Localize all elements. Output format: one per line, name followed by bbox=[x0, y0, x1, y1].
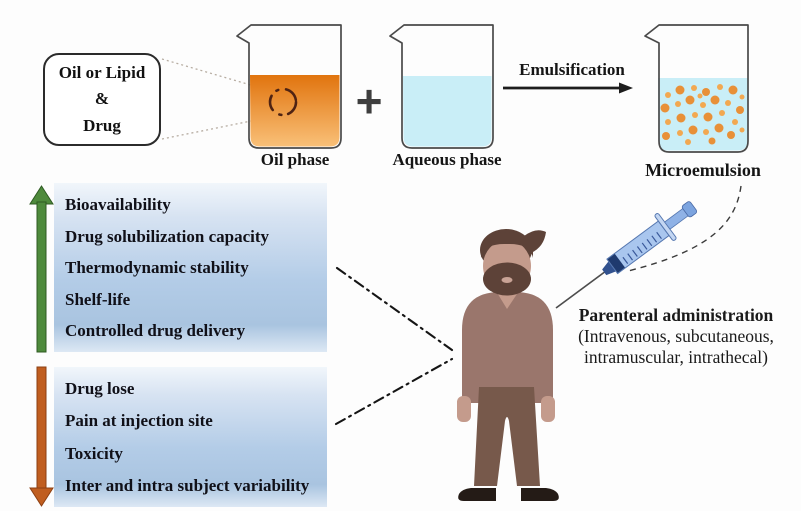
disadvantage-item: Drug lose bbox=[65, 379, 135, 398]
panel-to-person-links bbox=[334, 266, 454, 426]
emulsification-label: Emulsification bbox=[519, 60, 625, 79]
disadvantage-item: Pain at injection site bbox=[65, 411, 213, 431]
plus-sign: + bbox=[355, 75, 383, 127]
administration-title: Parenteral administration bbox=[578, 305, 774, 325]
decrease-arrow-icon bbox=[29, 366, 54, 507]
syringe-icon bbox=[555, 201, 698, 309]
disadvantages-panel: Drug lose Pain at injection site Toxicit… bbox=[54, 367, 327, 507]
left-hand bbox=[457, 396, 471, 422]
pants bbox=[474, 387, 540, 486]
right-hand bbox=[541, 396, 555, 422]
administration-routes-line-1: (Intravenous, subcutaneous, bbox=[578, 326, 774, 346]
advantage-item: Bioavailability bbox=[65, 195, 171, 214]
oil-phase-label: Oil phase bbox=[260, 150, 330, 169]
microemulsion-label: Microemulsion bbox=[645, 160, 761, 180]
advantages-panel: Bioavailability Drug solubilization capa… bbox=[54, 183, 327, 352]
oil-phase-beaker bbox=[236, 24, 342, 149]
oil-droplets bbox=[660, 84, 745, 145]
disadvantage-item: Toxicity bbox=[65, 443, 123, 463]
ingredient-line-1: Oil or Lipid bbox=[58, 62, 146, 82]
mouth bbox=[501, 277, 513, 283]
advantage-item: Shelf-life bbox=[65, 289, 131, 309]
neck bbox=[496, 291, 519, 309]
advantage-item: Controlled drug delivery bbox=[65, 321, 246, 340]
aqueous-phase-label: Aqueous phase bbox=[392, 150, 502, 169]
microemulsion-beaker bbox=[644, 24, 749, 153]
advantage-item: Drug solubilization capacity bbox=[65, 226, 270, 246]
oil-drug-symbol-icon bbox=[268, 87, 298, 117]
right-shoe bbox=[521, 488, 559, 501]
ingredient-box: Oil or Lipid & Drug bbox=[43, 53, 161, 146]
ingredient-line-2: & bbox=[94, 89, 110, 109]
disadvantage-item: Inter and intra subject variability bbox=[65, 475, 310, 495]
administration-routes-line-2: intramuscular, intrathecal) bbox=[584, 346, 768, 367]
emulsification-arrow bbox=[503, 82, 633, 94]
microemulsion-to-syringe-link bbox=[627, 185, 742, 272]
patient-figure bbox=[457, 229, 559, 501]
aqueous-phase-beaker bbox=[389, 24, 494, 149]
administration-caption: Parenteral administration (Intravenous, … bbox=[556, 304, 796, 367]
advantage-item: Thermodynamic stability bbox=[65, 258, 249, 277]
increase-arrow-icon bbox=[29, 185, 54, 353]
ingredient-line-3: Drug bbox=[83, 115, 121, 135]
left-shoe bbox=[458, 488, 496, 501]
